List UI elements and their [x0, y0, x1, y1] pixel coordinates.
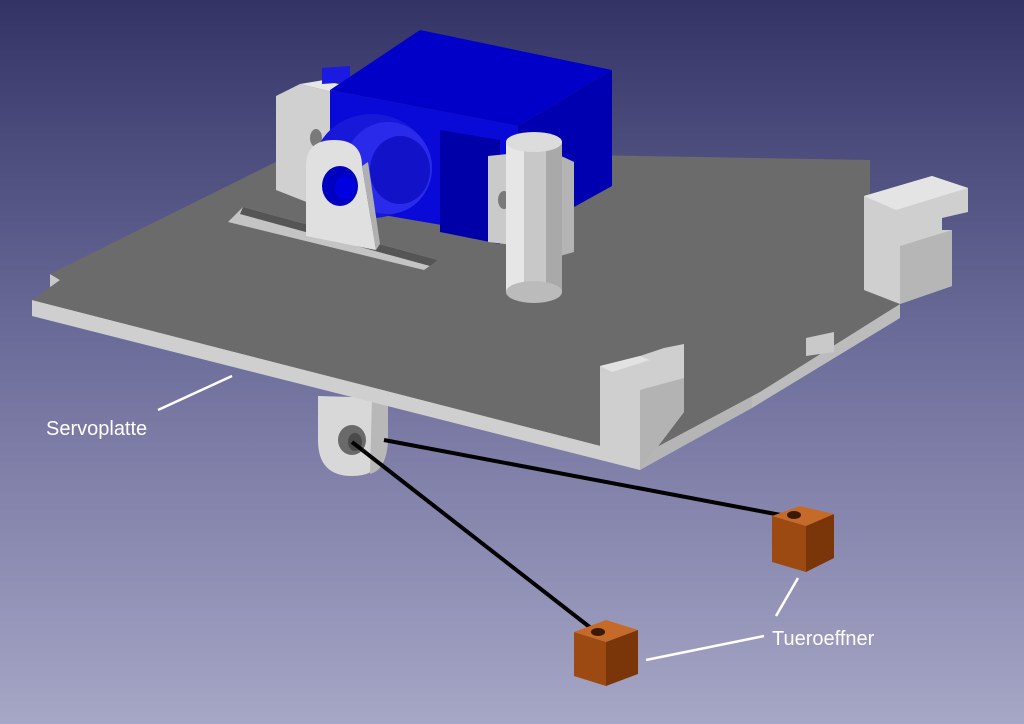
wire-1	[383, 438, 787, 518]
door-opener-block-1	[772, 506, 834, 572]
front-right-tab	[600, 344, 684, 470]
upper-lug	[306, 140, 380, 250]
servoplatte-leader	[157, 374, 233, 412]
door-opener-block-2	[574, 620, 638, 686]
servoplatte-label: Servoplatte	[46, 418, 148, 440]
tueroeffner-label: Tueroeffner	[772, 628, 875, 650]
right-rear-tab	[864, 176, 968, 304]
side-notch	[806, 332, 834, 356]
servo-motor	[314, 30, 612, 244]
tueroeffner-leader-2	[645, 634, 765, 662]
tueroeffner-leader-1	[774, 577, 800, 617]
pin-cylinder	[506, 132, 562, 303]
wire-2	[350, 440, 598, 634]
